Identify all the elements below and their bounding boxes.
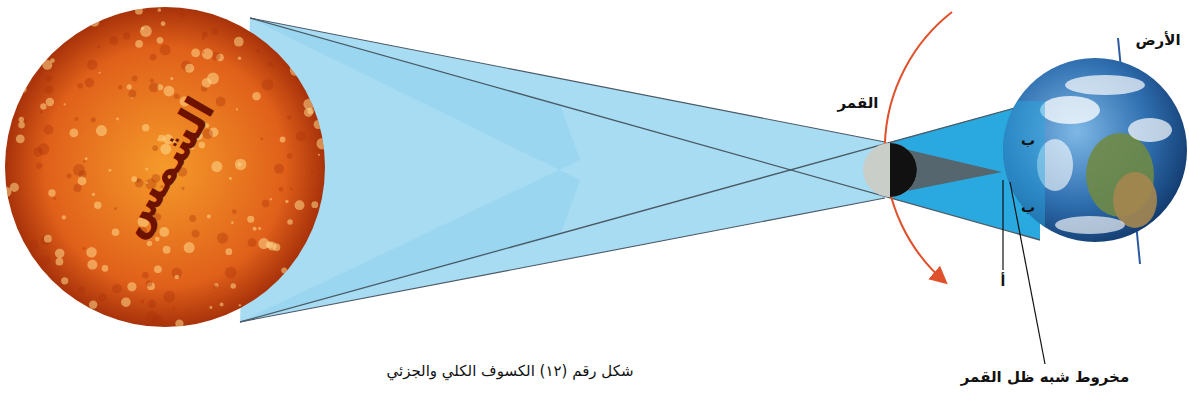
tangent-line — [240, 101, 1040, 322]
part-label: مخروط شبه ظل القمر — [961, 368, 1129, 386]
moon — [863, 143, 917, 197]
leader-line — [1010, 182, 1045, 364]
tangent-line — [250, 18, 1040, 240]
part-label: ب — [1021, 199, 1035, 216]
part-label: الأرض — [1135, 31, 1180, 49]
part-label: أ — [1001, 273, 1006, 290]
earth — [1000, 58, 1187, 242]
figure-caption: شكل رقم (١٢) الكسوف الكلي والجزئي — [386, 362, 633, 380]
leader-line — [1002, 180, 1003, 270]
part-label: ب — [1021, 132, 1035, 149]
tangent-line — [250, 18, 885, 142]
moon-orbit — [885, 12, 952, 282]
sun-node: الشمس — [5, 7, 325, 327]
tangent-line — [240, 198, 885, 322]
part-label: القمر — [838, 94, 879, 112]
